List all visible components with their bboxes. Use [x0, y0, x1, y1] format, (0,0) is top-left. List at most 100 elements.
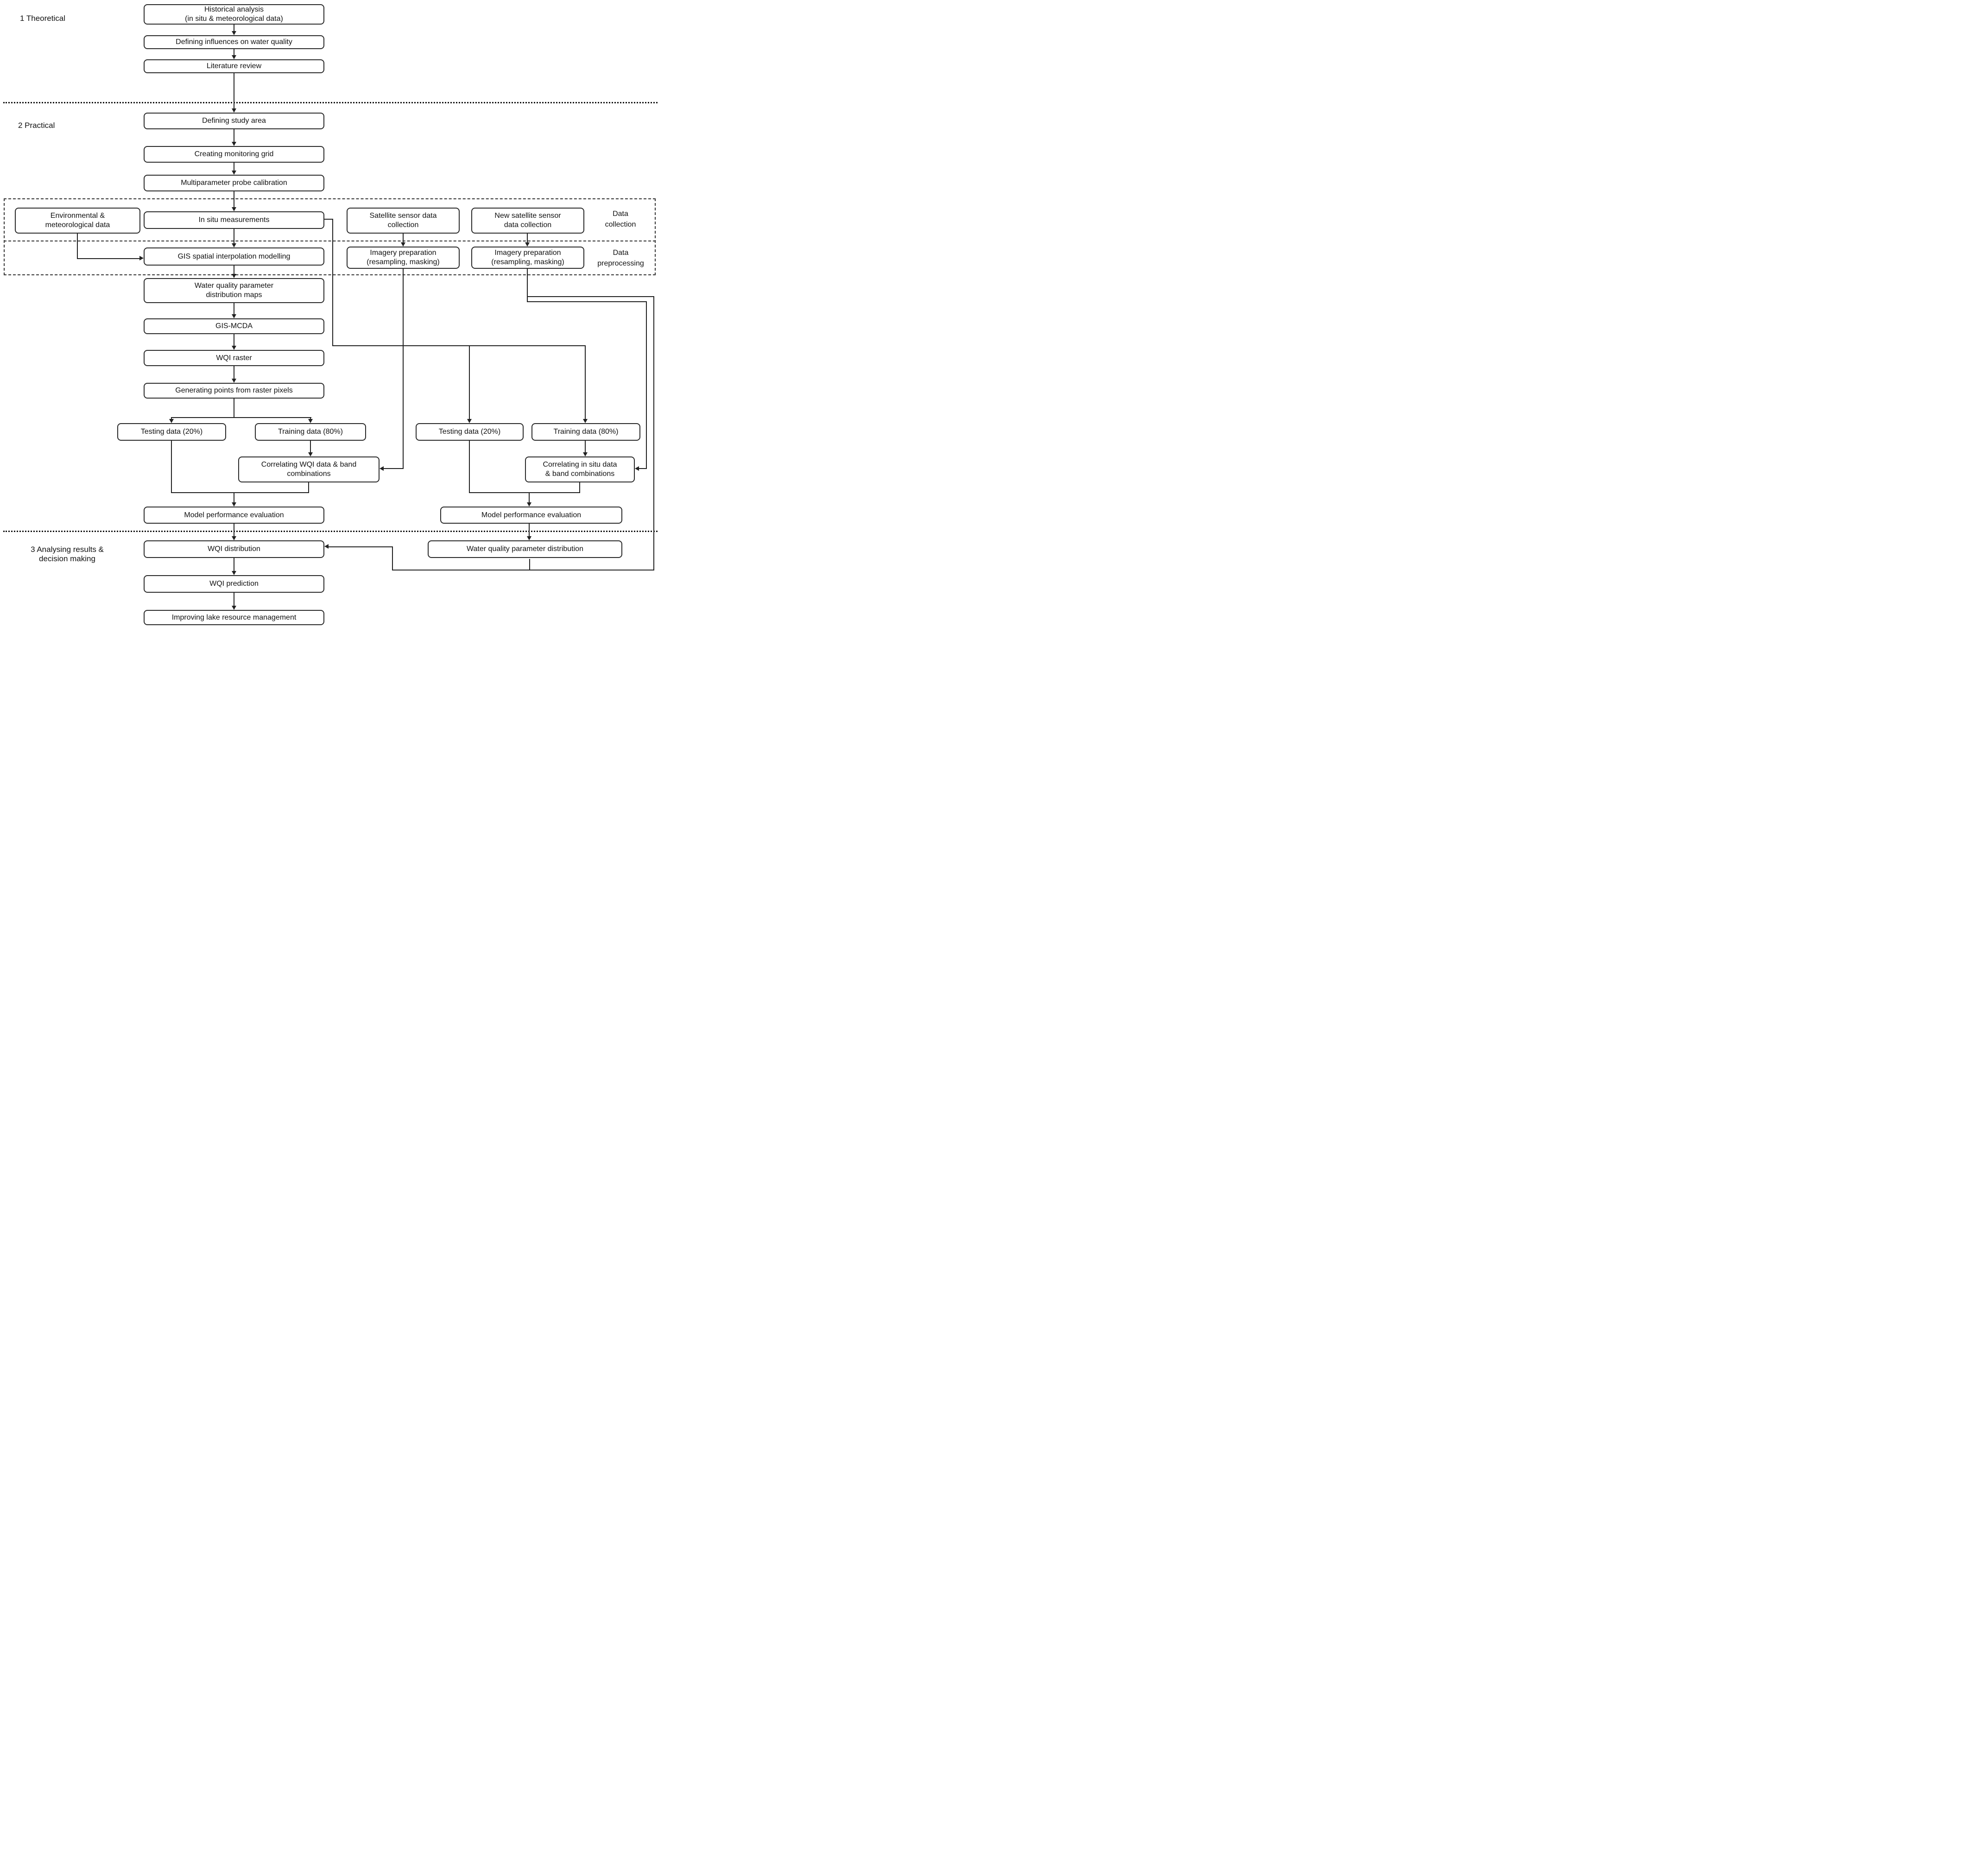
connector — [329, 546, 393, 547]
arrowhead-down — [232, 207, 236, 211]
connector — [310, 441, 311, 453]
connector — [308, 482, 309, 493]
node-testing-data-right: Testing data (20%) — [416, 423, 524, 441]
arrowhead-down — [527, 536, 531, 540]
node-correlating-wqi-band: Correlating WQI data & band combinations — [238, 456, 380, 482]
section-label-practical: 2 Practical — [18, 121, 55, 130]
node-new-satellite-sensor-data-collection: New satellite sensor data collection — [471, 208, 584, 234]
flowchart-canvas: 1 Theoretical 2 Practical 3 Analysing re… — [0, 0, 660, 626]
connector — [469, 492, 580, 493]
node-environmental-meteorological-data: Environmental & meteorological data — [15, 208, 140, 234]
section-label-theoretical: 1 Theoretical — [20, 14, 65, 23]
connector — [639, 468, 647, 469]
arrowhead-down — [308, 419, 313, 423]
connector — [392, 547, 393, 570]
node-generating-points: Generating points from raster pixels — [144, 383, 324, 399]
connector — [77, 258, 140, 259]
connector — [332, 345, 586, 346]
node-defining-study-area: Defining study area — [144, 113, 324, 129]
arrowhead-down — [232, 314, 236, 318]
node-historical-analysis: Historical analysis (in situ & meteorolo… — [144, 4, 324, 25]
dotted-separator-theoretical-practical — [3, 102, 658, 103]
arrowhead-down — [232, 108, 236, 113]
arrowhead-down — [527, 502, 531, 507]
arrowhead-down — [232, 274, 236, 278]
connector — [171, 441, 172, 493]
node-wqi-prediction: WQI prediction — [144, 575, 324, 593]
node-creating-monitoring-grid: Creating monitoring grid — [144, 146, 324, 163]
dotted-separator-practical-analysing — [3, 531, 658, 532]
arrowhead-down — [308, 452, 313, 456]
connector — [403, 234, 404, 243]
arrowhead-down — [232, 346, 236, 350]
connector — [527, 269, 528, 302]
node-imagery-preparation-2: Imagery preparation (resampling, masking… — [471, 247, 584, 269]
connector — [332, 219, 333, 346]
node-defining-influences: Defining influences on water quality — [144, 35, 324, 49]
arrowhead-down — [467, 419, 472, 423]
node-in-situ-measurements: In situ measurements — [144, 211, 324, 229]
connector — [653, 297, 654, 570]
connector — [171, 492, 309, 493]
arrowhead-left — [635, 466, 639, 471]
connector — [469, 346, 470, 419]
connector — [469, 441, 470, 493]
node-testing-data-left: Testing data (20%) — [117, 423, 226, 441]
node-satellite-sensor-data-collection: Satellite sensor data collection — [347, 208, 460, 234]
node-model-performance-evaluation-left: Model performance evaluation — [144, 507, 324, 524]
connector — [579, 482, 580, 493]
connector — [529, 524, 530, 537]
arrowhead-down — [232, 606, 236, 610]
band-label-data-collection: Data collection — [605, 210, 636, 229]
arrowhead-down — [169, 419, 174, 423]
node-wqi-raster: WQI raster — [144, 350, 324, 366]
node-model-performance-evaluation-right: Model performance evaluation — [440, 507, 622, 524]
arrowhead-down — [401, 242, 405, 247]
node-imagery-preparation-1: Imagery preparation (resampling, masking… — [347, 247, 460, 269]
arrowhead-down — [583, 452, 588, 456]
node-gis-spatial-interpolation: GIS spatial interpolation modelling — [144, 247, 324, 266]
node-wq-parameter-distribution-maps: Water quality parameter distribution map… — [144, 278, 324, 303]
connector — [527, 296, 654, 297]
connector — [171, 418, 172, 419]
arrowhead-left — [380, 466, 384, 471]
arrowhead-down — [232, 502, 236, 507]
arrowhead-down — [232, 171, 236, 175]
arrowhead-down — [232, 31, 236, 35]
node-training-data-right: Training data (80%) — [531, 423, 640, 441]
connector — [529, 493, 530, 503]
connector — [403, 269, 404, 469]
node-probe-calibration: Multiparameter probe calibration — [144, 175, 324, 191]
connector — [384, 468, 404, 469]
connector — [585, 441, 586, 453]
connector — [527, 301, 647, 302]
connector — [646, 302, 647, 469]
arrowhead-down — [232, 55, 236, 59]
band-label-data-preprocessing: Data preprocessing — [597, 249, 644, 268]
dashed-region-data-collection-preprocessing — [4, 198, 656, 275]
arrowhead-down — [232, 536, 236, 540]
connector — [585, 346, 586, 419]
connector — [310, 418, 311, 419]
node-gis-mcda: GIS-MCDA — [144, 318, 324, 334]
arrowhead-right — [139, 256, 144, 260]
arrowhead-down — [232, 142, 236, 146]
node-wqi-distribution: WQI distribution — [144, 540, 324, 558]
connector — [324, 219, 333, 220]
node-training-data-left: Training data (80%) — [255, 423, 366, 441]
arrowhead-down — [232, 379, 236, 383]
node-literature-review: Literature review — [144, 59, 324, 73]
node-correlating-insitu-band: Correlating in situ data & band combinat… — [525, 456, 635, 482]
connector — [527, 234, 528, 243]
section-label-analysing-results: 3 Analysing results & decision making — [31, 545, 104, 563]
connector — [77, 234, 78, 259]
arrowhead-left — [324, 544, 329, 549]
node-wq-parameter-distribution: Water quality parameter distribution — [428, 540, 622, 558]
connector — [529, 559, 530, 570]
arrowhead-down — [525, 242, 530, 247]
arrowhead-down — [232, 571, 236, 575]
node-improving-lake-resource-management: Improving lake resource management — [144, 610, 324, 625]
connector — [171, 417, 311, 418]
arrowhead-down — [232, 243, 236, 247]
arrowhead-down — [583, 419, 588, 423]
